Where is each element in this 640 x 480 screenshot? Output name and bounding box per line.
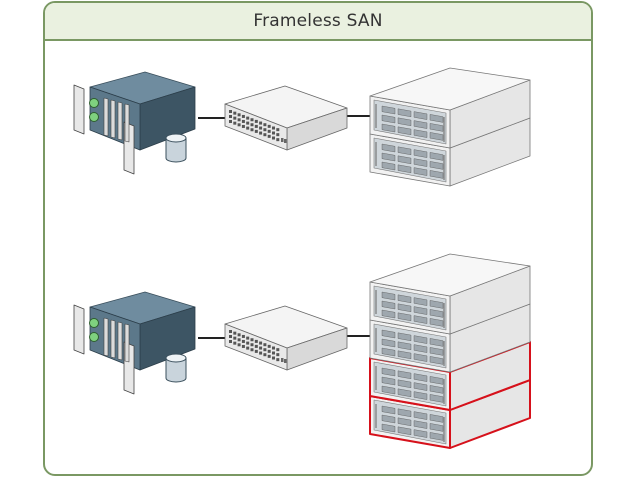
row-1-storage-top	[369, 67, 531, 111]
row-2-storage-enclosure-3	[369, 341, 531, 411]
row-1-network-switch-icon	[224, 85, 348, 151]
row-2-disk-icon	[165, 353, 187, 383]
row-2-storage-enclosure-2	[369, 303, 531, 373]
row-1-storage-enclosure-1	[369, 79, 531, 149]
row-2-network-switch-icon	[224, 305, 348, 371]
page-title: Frameless SAN	[253, 11, 383, 31]
row-2-storage-enclosure-4	[369, 379, 531, 449]
row-1-disk-icon	[165, 133, 187, 163]
row-2-server-icon	[73, 291, 196, 395]
row-2-storage-enclosure-1	[369, 265, 531, 335]
row-2-storage-top	[369, 253, 531, 297]
title-bar: Frameless SAN	[45, 3, 591, 41]
row-1-storage-enclosure-2	[369, 117, 531, 187]
row-1-server-icon	[73, 71, 196, 175]
